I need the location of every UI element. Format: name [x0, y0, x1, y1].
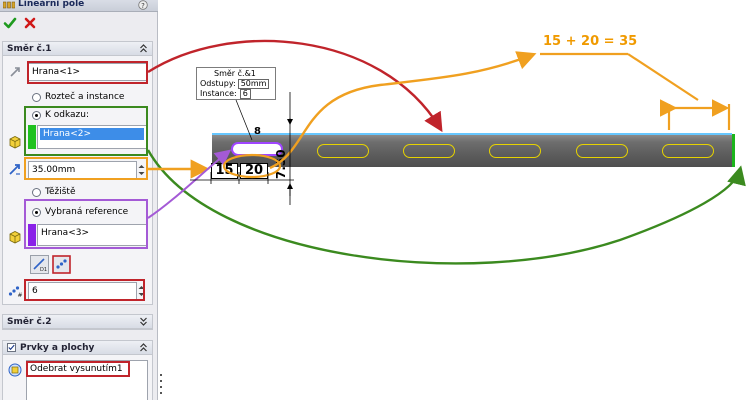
formula-leader	[627, 53, 699, 101]
features-checkbox[interactable]	[7, 343, 16, 352]
spacing-bracket	[667, 104, 731, 130]
red-arrow	[147, 39, 443, 133]
linear-pattern-icon	[3, 1, 15, 9]
panel-splitter[interactable]	[158, 370, 164, 400]
dimension-vertical[interactable]: 7.50	[274, 149, 288, 179]
radio-reference-label: K odkazu:	[45, 110, 90, 120]
dimension-20[interactable]: 20	[240, 163, 268, 179]
radio-centroid[interactable]	[32, 188, 41, 197]
pattern-tooltip: Směr č.&1 Odstupy:50mm Instance:6	[196, 67, 276, 100]
tooltip-spacing-label: Odstupy:	[200, 79, 236, 88]
slot-instance	[576, 144, 628, 158]
dimension-top[interactable]: 8	[254, 126, 261, 137]
offset-input[interactable]: 35.00mm	[28, 161, 137, 179]
features-to-pattern-icon	[8, 363, 22, 377]
tooltip-spacing-row: Odstupy:50mm	[200, 79, 272, 89]
feature-item[interactable]: Odebrat vysunutím1	[30, 364, 123, 374]
instances-icon: #	[8, 286, 23, 298]
slot-instance	[662, 144, 714, 158]
expand-chevron-icon[interactable]	[139, 317, 148, 326]
features-title: Prvky a plochy	[20, 343, 95, 353]
slot-instance	[403, 144, 455, 158]
radio-spacing-label: Rozteč a instance	[45, 92, 125, 102]
collapse-chevron-icon[interactable]	[139, 343, 148, 352]
help-icon[interactable]: ?	[138, 0, 148, 10]
reference-color-swatch	[28, 125, 36, 149]
x-icon[interactable]	[23, 16, 37, 30]
checkbox-check-icon	[8, 344, 15, 351]
offset-direction-icon[interactable]	[7, 161, 23, 177]
direction1-title: Směr č.1	[7, 44, 52, 54]
spacing-formula: 15 + 20 = 35	[543, 34, 638, 49]
property-manager: Lineární pole ? Směr č.1 Hrana<1> Rozteč…	[0, 0, 158, 400]
instance-count-toggle-icon[interactable]	[52, 255, 71, 274]
radio-selected-reference[interactable]	[32, 208, 41, 217]
svg-text:D1: D1	[40, 267, 47, 273]
instances-spinner-icon[interactable]	[137, 284, 146, 298]
tooltip-title: Směr č.&1	[214, 69, 256, 78]
cube-reference-icon	[9, 136, 21, 149]
edge-field[interactable]: Hrana<1>	[28, 63, 147, 81]
direction2-header[interactable]: Směr č.2	[3, 315, 152, 329]
pm-title: Lineární pole	[18, 0, 85, 9]
radio-selected-ref-label: Vybraná reference	[45, 207, 129, 217]
tooltip-spacing-value: 50mm	[237, 79, 270, 89]
direction2-title: Směr č.2	[7, 317, 52, 327]
selected-ref-color-swatch	[28, 224, 36, 246]
reference-list[interactable]: Hrana<2>	[37, 125, 147, 149]
tooltip-instance-row: Instance:6	[200, 89, 272, 99]
dimension-d1-icon[interactable]: D1	[30, 255, 49, 274]
selected-ref-field[interactable]: Hrana<3>	[37, 224, 147, 246]
direction2-group: Směr č.2	[2, 314, 153, 330]
checkmark-icon[interactable]	[3, 16, 17, 30]
collapse-chevron-icon[interactable]	[139, 44, 148, 53]
features-group: Prvky a plochy Odebrat vysunutím1	[2, 340, 153, 400]
features-header[interactable]: Prvky a plochy	[3, 341, 152, 355]
dimension-15[interactable]: 15	[211, 163, 238, 179]
cube-selected-ref-icon	[9, 231, 21, 244]
radio-spacing-instances[interactable]	[32, 93, 41, 102]
radio-up-to-reference[interactable]	[32, 111, 41, 120]
direction1-header[interactable]: Směr č.1	[3, 42, 152, 56]
features-list[interactable]: Odebrat vysunutím1	[26, 360, 148, 400]
instances-input[interactable]: 6	[28, 282, 137, 300]
svg-text:?: ?	[141, 2, 145, 10]
reference-edge-green[interactable]	[732, 134, 735, 167]
reference-field-selected[interactable]: Hrana<2>	[40, 128, 144, 140]
offset-spinner-icon[interactable]	[137, 163, 146, 177]
radio-centroid-label: Těžiště	[45, 187, 76, 197]
pm-title-bar: Lineární pole ?	[0, 0, 158, 12]
direction1-group: Směr č.1 Hrana<1> Rozteč a instance K od…	[2, 41, 153, 305]
tooltip-instance-label: Instance:	[200, 89, 237, 98]
slot-instance	[317, 144, 369, 158]
svg-text:#: #	[18, 292, 23, 298]
slot-instance	[489, 144, 541, 158]
tooltip-instance-value: 6	[239, 89, 251, 99]
reverse-direction-icon[interactable]	[7, 64, 23, 80]
